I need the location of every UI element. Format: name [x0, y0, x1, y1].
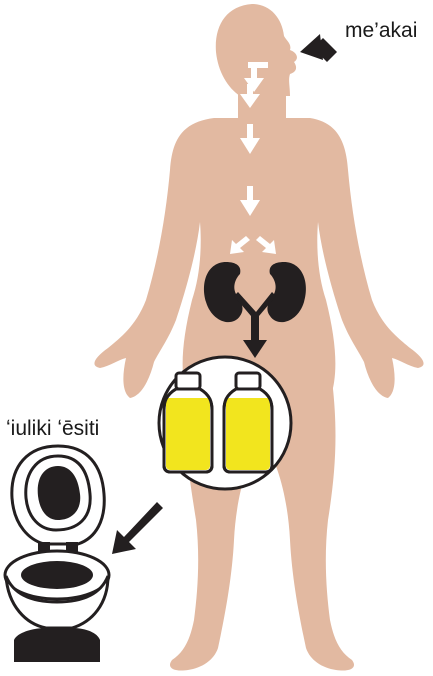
toilet-icon [5, 446, 109, 662]
specimen-bottles-icon [159, 357, 291, 489]
toilet-arrow [112, 502, 163, 554]
mouth-arrow [300, 34, 337, 62]
food-intake-label: me’akai [345, 20, 417, 41]
toilet-label: ʻiuliki ʻēsiti [6, 418, 99, 439]
